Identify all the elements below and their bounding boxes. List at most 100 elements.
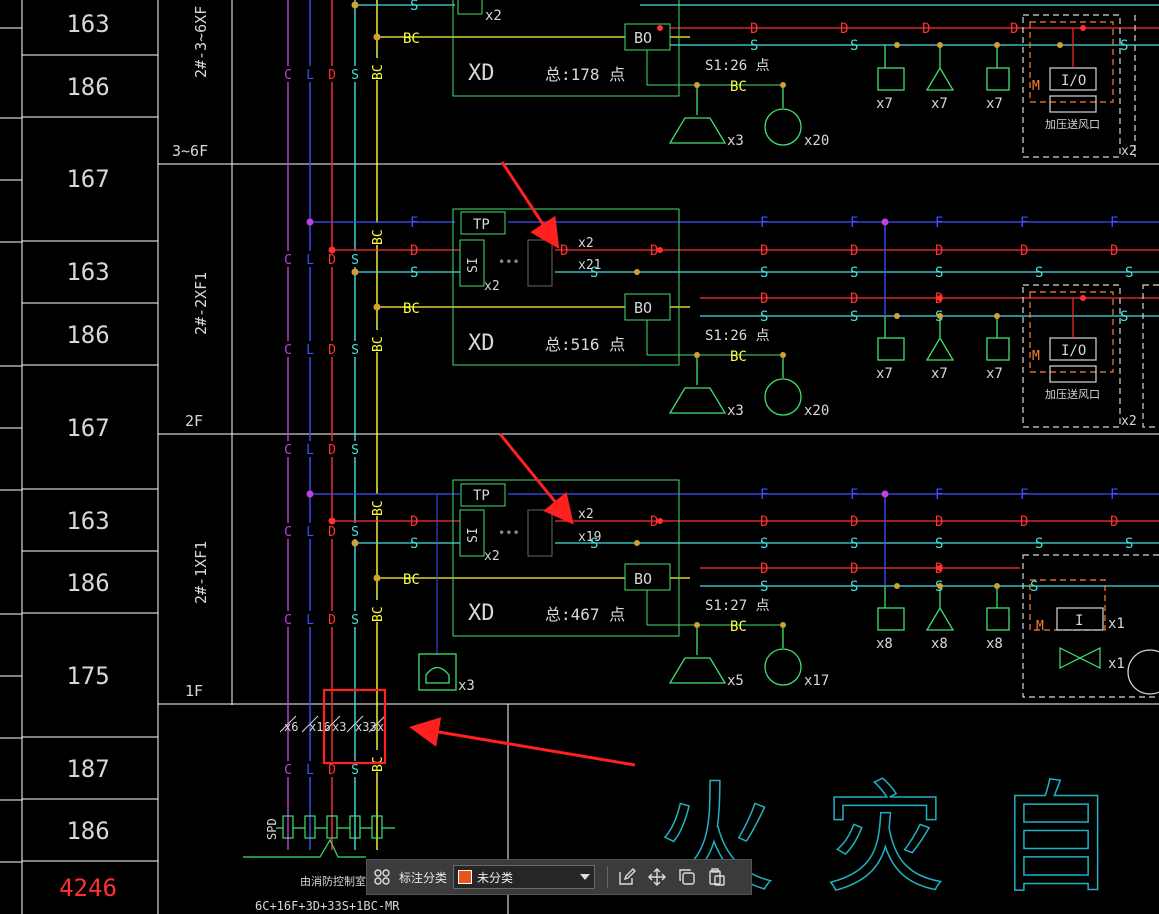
svg-text:BC: BC [730,79,747,95]
svg-text:D: D [850,243,858,259]
bus-tick-marks [279,715,386,733]
svg-text:L: L [306,443,314,458]
svg-text:BC: BC [371,229,386,245]
xd-box-1f[interactable] [436,479,780,655]
svg-text:BC: BC [403,31,420,47]
svg-text:XD: XD [468,601,495,626]
svg-text:D: D [328,443,336,458]
svg-text:D: D [850,514,858,530]
row-value: 163 [66,10,109,38]
svg-text:SI: SI [466,527,481,543]
svg-text:S: S [760,265,768,281]
svg-text:x2: x2 [485,8,502,24]
svg-text:S: S [850,536,858,552]
row-value: 167 [66,414,109,442]
svg-text:I/O: I/O [1061,73,1086,89]
svg-text:S: S [760,579,768,595]
field-devices [877,45,1010,631]
device-counts: x7 x7 x7 x7 x7 x7 x8 x8 x8 [876,96,1003,652]
svg-text:S: S [590,265,598,281]
svg-text:x1: x1 [1108,616,1125,632]
svg-text:D: D [760,514,768,530]
grand-total: 4246 [59,874,117,902]
edit-icon[interactable] [612,862,642,892]
svg-text:SI: SI [466,257,481,273]
svg-text:x5: x5 [727,673,744,689]
svg-text:D: D [760,243,768,259]
svg-text:F: F [760,487,768,503]
xd-box-2f[interactable] [452,208,780,366]
svg-text:BC: BC [371,336,386,352]
svg-text:D: D [750,21,758,37]
svg-text:S: S [351,763,359,778]
row-values: 163 186 167 163 186 167 163 186 175 187 … [59,10,117,902]
svg-text:F: F [935,487,943,503]
svg-text:D: D [650,514,658,530]
svg-text:XD: XD [468,331,495,356]
telephone-count: x3 [458,678,475,694]
svg-text:x3: x3 [727,403,744,419]
svg-text:BC: BC [371,64,386,80]
svg-text:x7: x7 [986,96,1003,112]
svg-text:L: L [306,763,314,778]
svg-text:C: C [284,68,292,83]
svg-text:S: S [351,525,359,540]
svg-text:S: S [1035,536,1043,552]
svg-text:F: F [1110,487,1118,503]
floor-tag: 2#-1XF1 [192,541,210,604]
svg-text:S: S [590,536,598,552]
svg-text:加压送风口: 加压送风口 [1045,117,1100,131]
svg-text:M: M [1032,79,1040,94]
svg-text:S: S [1125,265,1133,281]
move-icon[interactable] [642,862,672,892]
svg-text:S1:27 点: S1:27 点 [705,598,770,614]
svg-text:D: D [1010,21,1018,37]
svg-text:x2: x2 [578,236,594,251]
svg-text:L: L [306,613,314,628]
copy-icon[interactable] [672,862,702,892]
grid-icon[interactable] [367,862,397,892]
svg-text:x7: x7 [931,96,948,112]
floor-tag: 2#-2XF1 [192,272,210,335]
floor-name: 1F [185,682,203,700]
svg-text:x6: x6 [284,720,298,734]
svg-text:•••: ••• [498,255,520,269]
xd-box-3-6f[interactable] [452,0,780,97]
svg-text:D: D [410,514,418,530]
svg-text:F: F [850,215,858,231]
category-select-value: 未分类 [477,870,514,885]
svg-text:x2: x2 [578,507,594,522]
row-value: 186 [66,817,109,845]
svg-text:•••: ••• [498,526,520,540]
svg-text:BC: BC [371,756,386,772]
fire-telephone-icon [418,653,457,691]
annotation-toolbar: 标注分类 未分类 [366,859,752,895]
svg-text:x21: x21 [578,258,601,273]
svg-text:D: D [1020,514,1028,530]
io-module-text: I/O M 加压送风口 x2 I/O M 加压送风口 x2 M I x1 x1 [1032,73,1137,672]
floor-name: 2F [185,412,203,430]
chevron-down-icon [580,874,591,880]
svg-text:S: S [1125,536,1133,552]
paste-icon[interactable] [702,862,732,892]
category-select[interactable]: 未分类 [453,865,596,889]
svg-text:S: S [410,0,418,14]
row-value: 163 [66,507,109,535]
svg-text:F: F [1110,215,1118,231]
svg-text:S1:26 点: S1:26 点 [705,58,770,74]
svg-text:BO: BO [634,29,652,47]
toolbar-label: 标注分类 [399,870,448,885]
svg-text:S: S [760,309,768,325]
svg-text:M: M [1036,619,1044,634]
svg-text:S: S [351,343,359,358]
svg-text:L: L [306,68,314,83]
svg-text:S: S [935,265,943,281]
svg-text:x20: x20 [804,403,829,419]
svg-text:S: S [1035,265,1043,281]
svg-text:BC: BC [371,606,386,622]
svg-text:D: D [1110,514,1118,530]
svg-text:C: C [284,343,292,358]
svg-text:F: F [760,215,768,231]
